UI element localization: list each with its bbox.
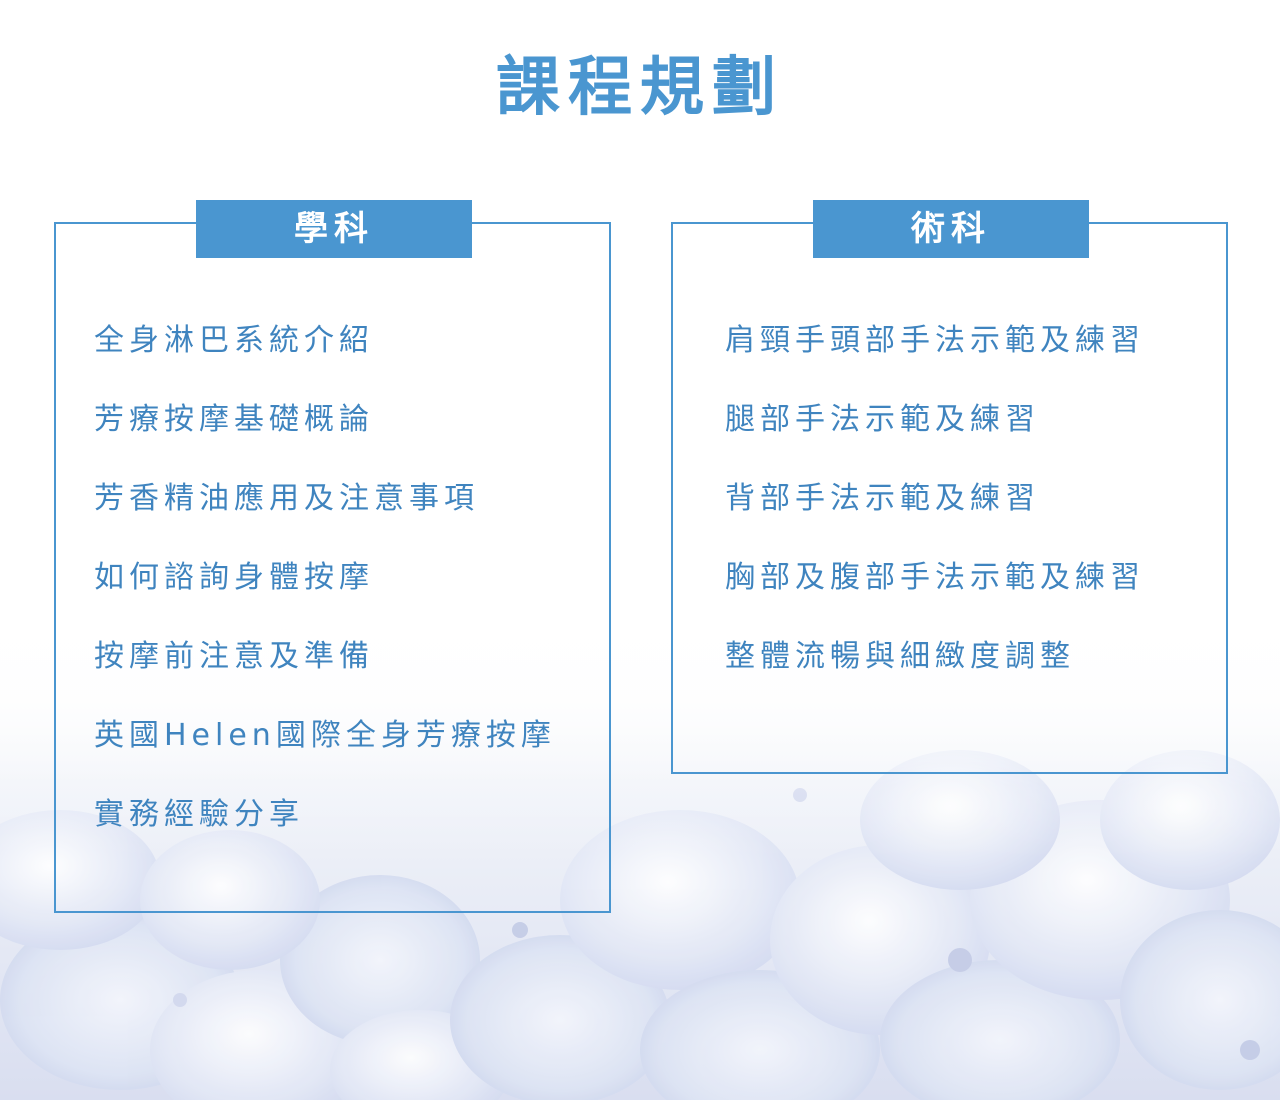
list-item: 整體流暢與細緻度調整 <box>725 639 1075 674</box>
list-item: 腿部手法示範及練習 <box>725 402 1040 437</box>
list-item: 實務經驗分享 <box>94 797 304 832</box>
list-item: 背部手法示範及練習 <box>725 481 1040 516</box>
list-item: 全身淋巴系統介紹 <box>94 323 374 358</box>
academic-header: 學科 <box>196 200 472 258</box>
list-item: 英國Helen國際全身芳療按摩 <box>94 718 556 753</box>
list-item: 芳療按摩基礎概論 <box>94 402 374 437</box>
list-item: 如何諮詢身體按摩 <box>94 560 374 595</box>
practical-list: 肩頸手頭部手法示範及練習 腿部手法示範及練習 背部手法示範及練習 胸部及腹部手法… <box>725 320 1145 715</box>
practical-panel: 術科 肩頸手頭部手法示範及練習 腿部手法示範及練習 背部手法示範及練習 胸部及腹… <box>671 200 1228 774</box>
list-item: 按摩前注意及準備 <box>94 639 374 674</box>
list-item: 芳香精油應用及注意事項 <box>94 481 479 516</box>
list-item: 肩頸手頭部手法示範及練習 <box>725 323 1145 358</box>
academic-panel: 學科 全身淋巴系統介紹 芳療按摩基礎概論 芳香精油應用及注意事項 如何諮詢身體按… <box>54 200 611 913</box>
page-title: 課程規劃 <box>496 51 784 125</box>
academic-list: 全身淋巴系統介紹 芳療按摩基礎概論 芳香精油應用及注意事項 如何諮詢身體按摩 按… <box>94 320 556 873</box>
practical-header: 術科 <box>813 200 1089 258</box>
list-item: 胸部及腹部手法示範及練習 <box>725 560 1145 595</box>
